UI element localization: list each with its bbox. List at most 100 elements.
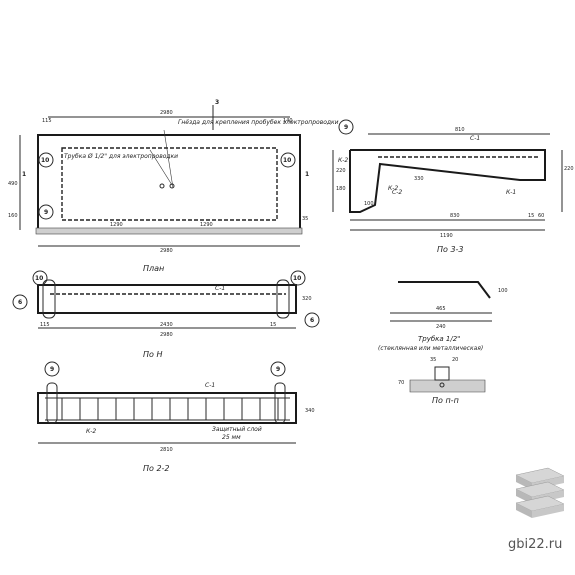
section-22-stirrups xyxy=(61,398,279,420)
dim-tube-d1: 465 xyxy=(436,306,446,312)
mark-9-plan: 9 xyxy=(44,209,48,216)
section-2-2-view: 2810 340 С-1 К-2 Защитный слой 25 мм 9 9… xyxy=(37,361,315,473)
section-p-p-view: 35 20 70 По п-п xyxy=(398,357,486,405)
dim-33-h2: 180 xyxy=(336,186,346,192)
section-n-outline xyxy=(37,284,297,314)
dim-plan-h1: 490 xyxy=(8,181,18,187)
mark-9-33-circle xyxy=(338,119,354,135)
label-k2-33b: К-2 xyxy=(388,185,398,192)
clamp-note: Гнёзда для крепления пробубек электропро… xyxy=(178,119,339,126)
dim-plan-e2: 140 xyxy=(283,118,293,124)
tube-leader xyxy=(149,149,173,186)
mark-10-right-circle xyxy=(280,152,296,168)
mark-9-33: 9 xyxy=(344,124,348,131)
dim-tube-d3: 100 xyxy=(498,288,508,294)
section-22-loop-left xyxy=(46,382,58,424)
mark-10-n-left-circle xyxy=(32,270,48,286)
dim-33-h3: 330 xyxy=(414,176,424,182)
section-pp-socket xyxy=(434,366,450,381)
section-33-caption: По 3-3 xyxy=(437,245,464,254)
mark-6-left-circle xyxy=(12,294,28,310)
tube-note: Трубка Ø 1/2" для электропроводки xyxy=(64,153,178,160)
plan-outline xyxy=(37,134,301,231)
mark-9-22-right-circle xyxy=(270,361,286,377)
dim-33-h4: 100 xyxy=(364,201,374,207)
plan-rebar xyxy=(61,147,278,221)
section-n-loop-right xyxy=(276,279,290,319)
dim-n-h: 320 xyxy=(302,296,312,302)
section-n-view: 2430 2980 115 15 320 С-1 10 10 6 6 По Н xyxy=(12,270,320,359)
mark-1-right: 1 xyxy=(305,171,309,178)
label-c1-33: С-1 xyxy=(470,135,480,142)
plan-caption: План xyxy=(143,264,164,273)
dim-plan-inner: 2980 xyxy=(160,248,173,254)
mark-10-n-right: 10 xyxy=(293,275,301,282)
section-22-loop-right xyxy=(274,382,286,424)
section-pp-body xyxy=(409,379,486,393)
mark-10-left: 10 xyxy=(41,157,49,164)
mark-10-n-left: 10 xyxy=(35,275,43,282)
tube-subcaption: (стеклянная или металлическая) xyxy=(378,345,483,352)
socket-1 xyxy=(159,183,165,189)
mark-10-left-circle xyxy=(38,152,54,168)
socket-2 xyxy=(169,183,175,189)
dim-plan-w1: 1290 xyxy=(110,222,123,228)
dim-pp-d1: 35 xyxy=(430,357,436,363)
plan-base xyxy=(35,227,303,235)
dim-n-l2: 2980 xyxy=(160,332,173,338)
dim-22-len: 2810 xyxy=(160,447,173,453)
dim-plan-w2: 1290 xyxy=(200,222,213,228)
clamp-leader xyxy=(163,129,174,189)
mark-1-left: 1 xyxy=(22,171,26,178)
dim-33-h1: 220 xyxy=(336,168,346,174)
dim-pp-d2: 20 xyxy=(452,357,458,363)
dim-plan-e1: 115 xyxy=(42,118,52,124)
section-n-caption: По Н xyxy=(143,350,162,359)
label-k2-33a: К-2 xyxy=(338,157,348,164)
mark-9-22-left-circle xyxy=(44,361,60,377)
mark-10-right: 10 xyxy=(283,157,291,164)
mark-10-n-right-circle xyxy=(290,270,306,286)
mark-9-plan-circle xyxy=(38,204,54,220)
label-k1-33: К-1 xyxy=(506,189,516,196)
label-c1-22: С-1 xyxy=(205,382,215,389)
dim-tube-d2: 240 xyxy=(436,324,446,330)
label-c1-n: С-1 xyxy=(215,285,225,292)
dim-33-width: 830 xyxy=(450,213,460,219)
section-22-caption: По 2-2 xyxy=(143,464,170,473)
mark-9-22-right: 9 xyxy=(276,366,280,373)
section-pp-caption: По п-п xyxy=(432,396,459,405)
tube-caption: Трубка 1/2" xyxy=(418,335,460,343)
section-22-outline xyxy=(37,392,297,424)
dim-plan-width: 2980 xyxy=(160,110,173,116)
dim-n-l3: 115 xyxy=(40,322,50,328)
section-33-outline xyxy=(349,149,546,213)
dim-22-h: 340 xyxy=(305,408,315,414)
plan-view: 2980 1290 1290 2980 115 140 490 160 35 Г… xyxy=(8,99,339,273)
dim-33-total: 1190 xyxy=(440,233,453,239)
dim-n-l4: 15 xyxy=(270,322,276,328)
dim-plan-h3: 35 xyxy=(302,216,308,222)
dim-33-d2: 60 xyxy=(538,213,544,219)
dim-33-d1: 15 xyxy=(528,213,534,219)
label-k2-22: К-2 xyxy=(86,428,96,435)
prot-layer-value: 25 мм xyxy=(222,434,241,441)
section-n-loop-left xyxy=(42,279,56,319)
label-c2-33: С-2 xyxy=(392,189,402,196)
prot-layer-note: Защитный слой xyxy=(212,426,262,433)
dim-pp-d3: 70 xyxy=(398,380,404,386)
section-3-3-view: 810 830 1190 15 60 220 180 330 100 220 С… xyxy=(332,119,574,254)
mark-9-22-left: 9 xyxy=(50,366,54,373)
section-pp-hole xyxy=(439,382,445,388)
dim-n-l1: 2430 xyxy=(160,322,173,328)
dim-33-h5: 220 xyxy=(564,166,574,172)
tube-shape xyxy=(398,281,491,299)
mark-6-right: 6 xyxy=(310,317,314,324)
mark-3-plan: 3 xyxy=(215,99,219,106)
dim-33-top: 810 xyxy=(455,127,465,133)
mark-6-right-circle xyxy=(304,312,320,328)
watermark-text: gbi22.ru xyxy=(508,537,562,552)
dim-plan-h2: 160 xyxy=(8,213,18,219)
tube-detail: 465 240 100 Трубка 1/2" (стеклянная или … xyxy=(378,281,508,352)
